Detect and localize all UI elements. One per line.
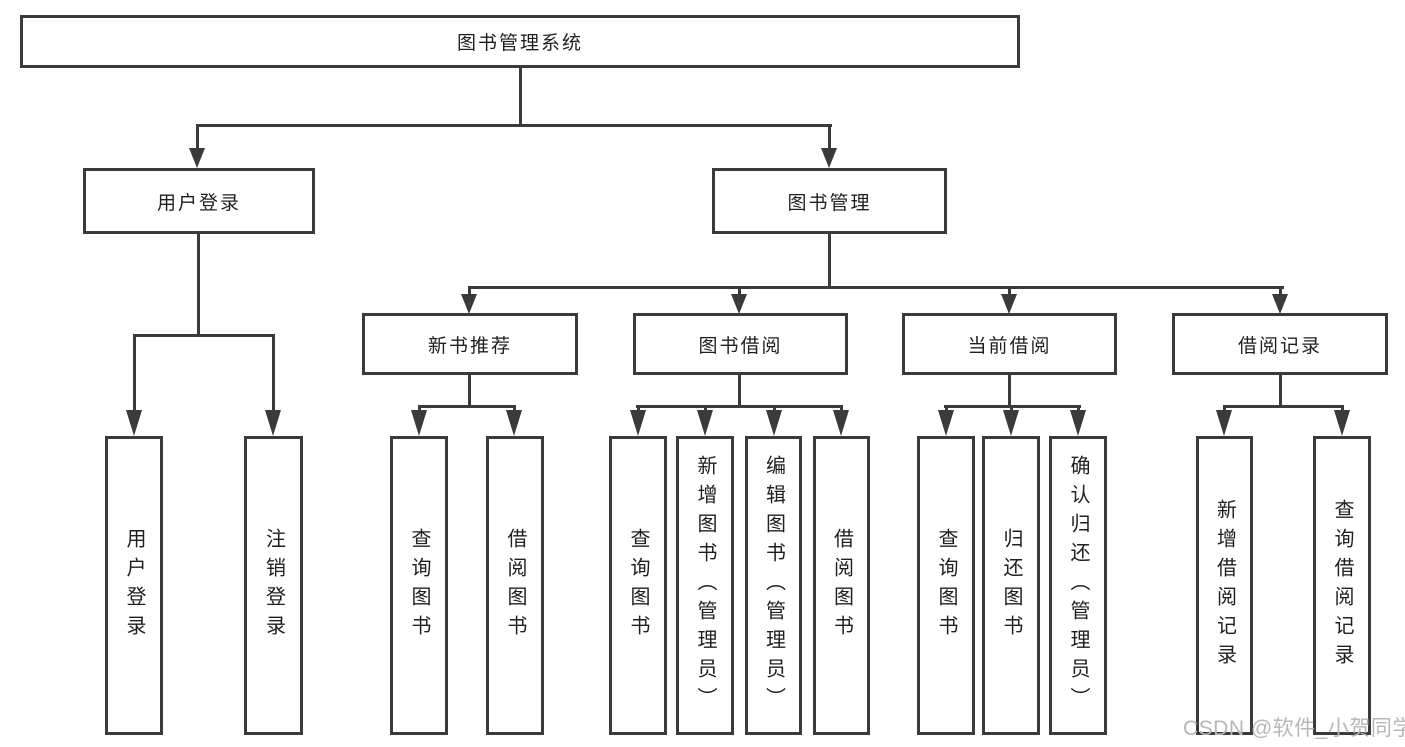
connector-stub bbox=[197, 234, 200, 336]
connector-split bbox=[133, 334, 275, 337]
connector-stem bbox=[773, 405, 776, 412]
connector-stub bbox=[1008, 375, 1011, 407]
node-label: 用户登录 bbox=[156, 192, 241, 214]
node-book-management: 图书管理 bbox=[712, 168, 947, 234]
connector-level2-split bbox=[196, 124, 832, 127]
node-book-borrowing: 图书借阅 bbox=[633, 313, 848, 375]
leaf-query-books-2: 查询图书 bbox=[609, 436, 667, 735]
connector-split bbox=[636, 405, 843, 408]
leaf-label: 借阅图书 bbox=[504, 527, 526, 644]
leaf-add-borrow-record: 新增借阅记录 bbox=[1196, 436, 1253, 735]
node-label: 当前借阅 bbox=[967, 335, 1052, 357]
connector-stem bbox=[418, 405, 421, 412]
connector-level3-split bbox=[468, 286, 1284, 289]
leaf-user-login: 用户登录 bbox=[105, 436, 163, 735]
node-current-borrowing: 当前借阅 bbox=[902, 313, 1117, 375]
leaf-label: 编辑图书（管理员） bbox=[762, 455, 785, 716]
leaf-return-books: 归还图书 bbox=[982, 436, 1040, 735]
connector-stub bbox=[1279, 375, 1282, 407]
connector-stub bbox=[738, 375, 741, 407]
node-borrow-records: 借阅记录 bbox=[1172, 313, 1388, 375]
leaf-query-borrow-record: 查询借阅记录 bbox=[1313, 436, 1371, 735]
leaf-query-books-3: 查询图书 bbox=[917, 436, 975, 735]
leaf-label: 借阅图书 bbox=[830, 527, 853, 644]
watermark-text: CSDN @软件_小贺同学 bbox=[1183, 717, 1405, 740]
connector-stem bbox=[637, 405, 640, 412]
leaf-confirm-return-admin: 确认归还（管理员） bbox=[1049, 436, 1107, 735]
connector-stem bbox=[1008, 286, 1011, 296]
leaf-label: 查询图书 bbox=[627, 527, 649, 644]
leaf-label: 查询图书 bbox=[935, 527, 957, 644]
connector-stem bbox=[513, 405, 516, 412]
node-label: 图书借阅 bbox=[698, 335, 783, 357]
arrow-down-icon bbox=[731, 294, 747, 314]
connector-stem bbox=[945, 405, 948, 412]
leaf-borrow-books-2: 借阅图书 bbox=[813, 436, 870, 735]
leaf-label: 归还图书 bbox=[1000, 527, 1022, 644]
node-label: 借阅记录 bbox=[1237, 335, 1322, 357]
connector-stem bbox=[468, 286, 471, 296]
leaf-label: 注销登录 bbox=[262, 527, 285, 644]
arrow-down-icon bbox=[1272, 294, 1288, 314]
connector-stem bbox=[1223, 405, 1226, 412]
node-label: 新书推荐 bbox=[427, 335, 512, 357]
connector-stem bbox=[1341, 405, 1344, 412]
arrow-down-icon bbox=[630, 410, 646, 436]
leaf-add-book-admin: 新增图书（管理员） bbox=[676, 436, 734, 735]
arrow-down-icon bbox=[1001, 294, 1017, 314]
arrow-down-icon bbox=[461, 294, 477, 314]
connector-stem bbox=[272, 334, 275, 412]
connector-stem bbox=[1077, 405, 1080, 412]
leaf-edit-book-admin: 编辑图书（管理员） bbox=[745, 436, 802, 735]
arrow-down-icon bbox=[1216, 410, 1232, 436]
arrow-down-icon bbox=[697, 410, 713, 436]
connector-split bbox=[418, 405, 515, 408]
arrow-down-icon bbox=[938, 410, 954, 436]
arrow-down-icon bbox=[766, 410, 782, 436]
arrow-down-icon bbox=[1334, 410, 1350, 436]
leaf-label: 查询图书 bbox=[408, 527, 430, 644]
node-root: 图书管理系统 bbox=[20, 15, 1020, 68]
arrow-down-icon bbox=[1070, 410, 1086, 436]
connector-stem bbox=[1010, 405, 1013, 412]
connector-stem bbox=[1279, 286, 1282, 296]
arrow-down-icon bbox=[1003, 410, 1019, 436]
arrow-down-icon bbox=[126, 410, 142, 436]
arrow-down-icon bbox=[833, 410, 849, 436]
connector-stem bbox=[196, 124, 199, 152]
connector-root-trunk bbox=[519, 68, 522, 126]
leaf-label: 查询借阅记录 bbox=[1331, 498, 1353, 673]
connector-stub bbox=[828, 234, 831, 288]
connector-stem bbox=[840, 405, 843, 412]
node-new-book-recommend: 新书推荐 bbox=[362, 313, 578, 375]
connector-split bbox=[1223, 405, 1343, 408]
leaf-label: 用户登录 bbox=[123, 527, 145, 644]
arrow-down-icon bbox=[506, 410, 522, 436]
connector-stem bbox=[738, 286, 741, 296]
arrow-down-icon bbox=[411, 410, 427, 436]
connector-stub bbox=[468, 375, 471, 407]
leaf-logout: 注销登录 bbox=[244, 436, 303, 735]
arrow-down-icon bbox=[821, 148, 837, 168]
node-root-label: 图书管理系统 bbox=[456, 33, 583, 54]
leaf-label: 新增图书（管理员） bbox=[694, 455, 716, 716]
leaf-label: 新增借阅记录 bbox=[1213, 498, 1236, 673]
leaf-borrow-books-1: 借阅图书 bbox=[486, 436, 544, 735]
connector-stem bbox=[133, 334, 136, 412]
arrow-down-icon bbox=[265, 410, 281, 436]
node-user-login: 用户登录 bbox=[83, 168, 315, 234]
leaf-query-books-1: 查询图书 bbox=[390, 436, 448, 735]
connector-stem bbox=[828, 124, 831, 152]
arrow-down-icon bbox=[189, 148, 205, 168]
node-label: 图书管理 bbox=[787, 192, 872, 214]
connector-stem bbox=[704, 405, 707, 412]
leaf-label: 确认归还（管理员） bbox=[1067, 455, 1089, 716]
